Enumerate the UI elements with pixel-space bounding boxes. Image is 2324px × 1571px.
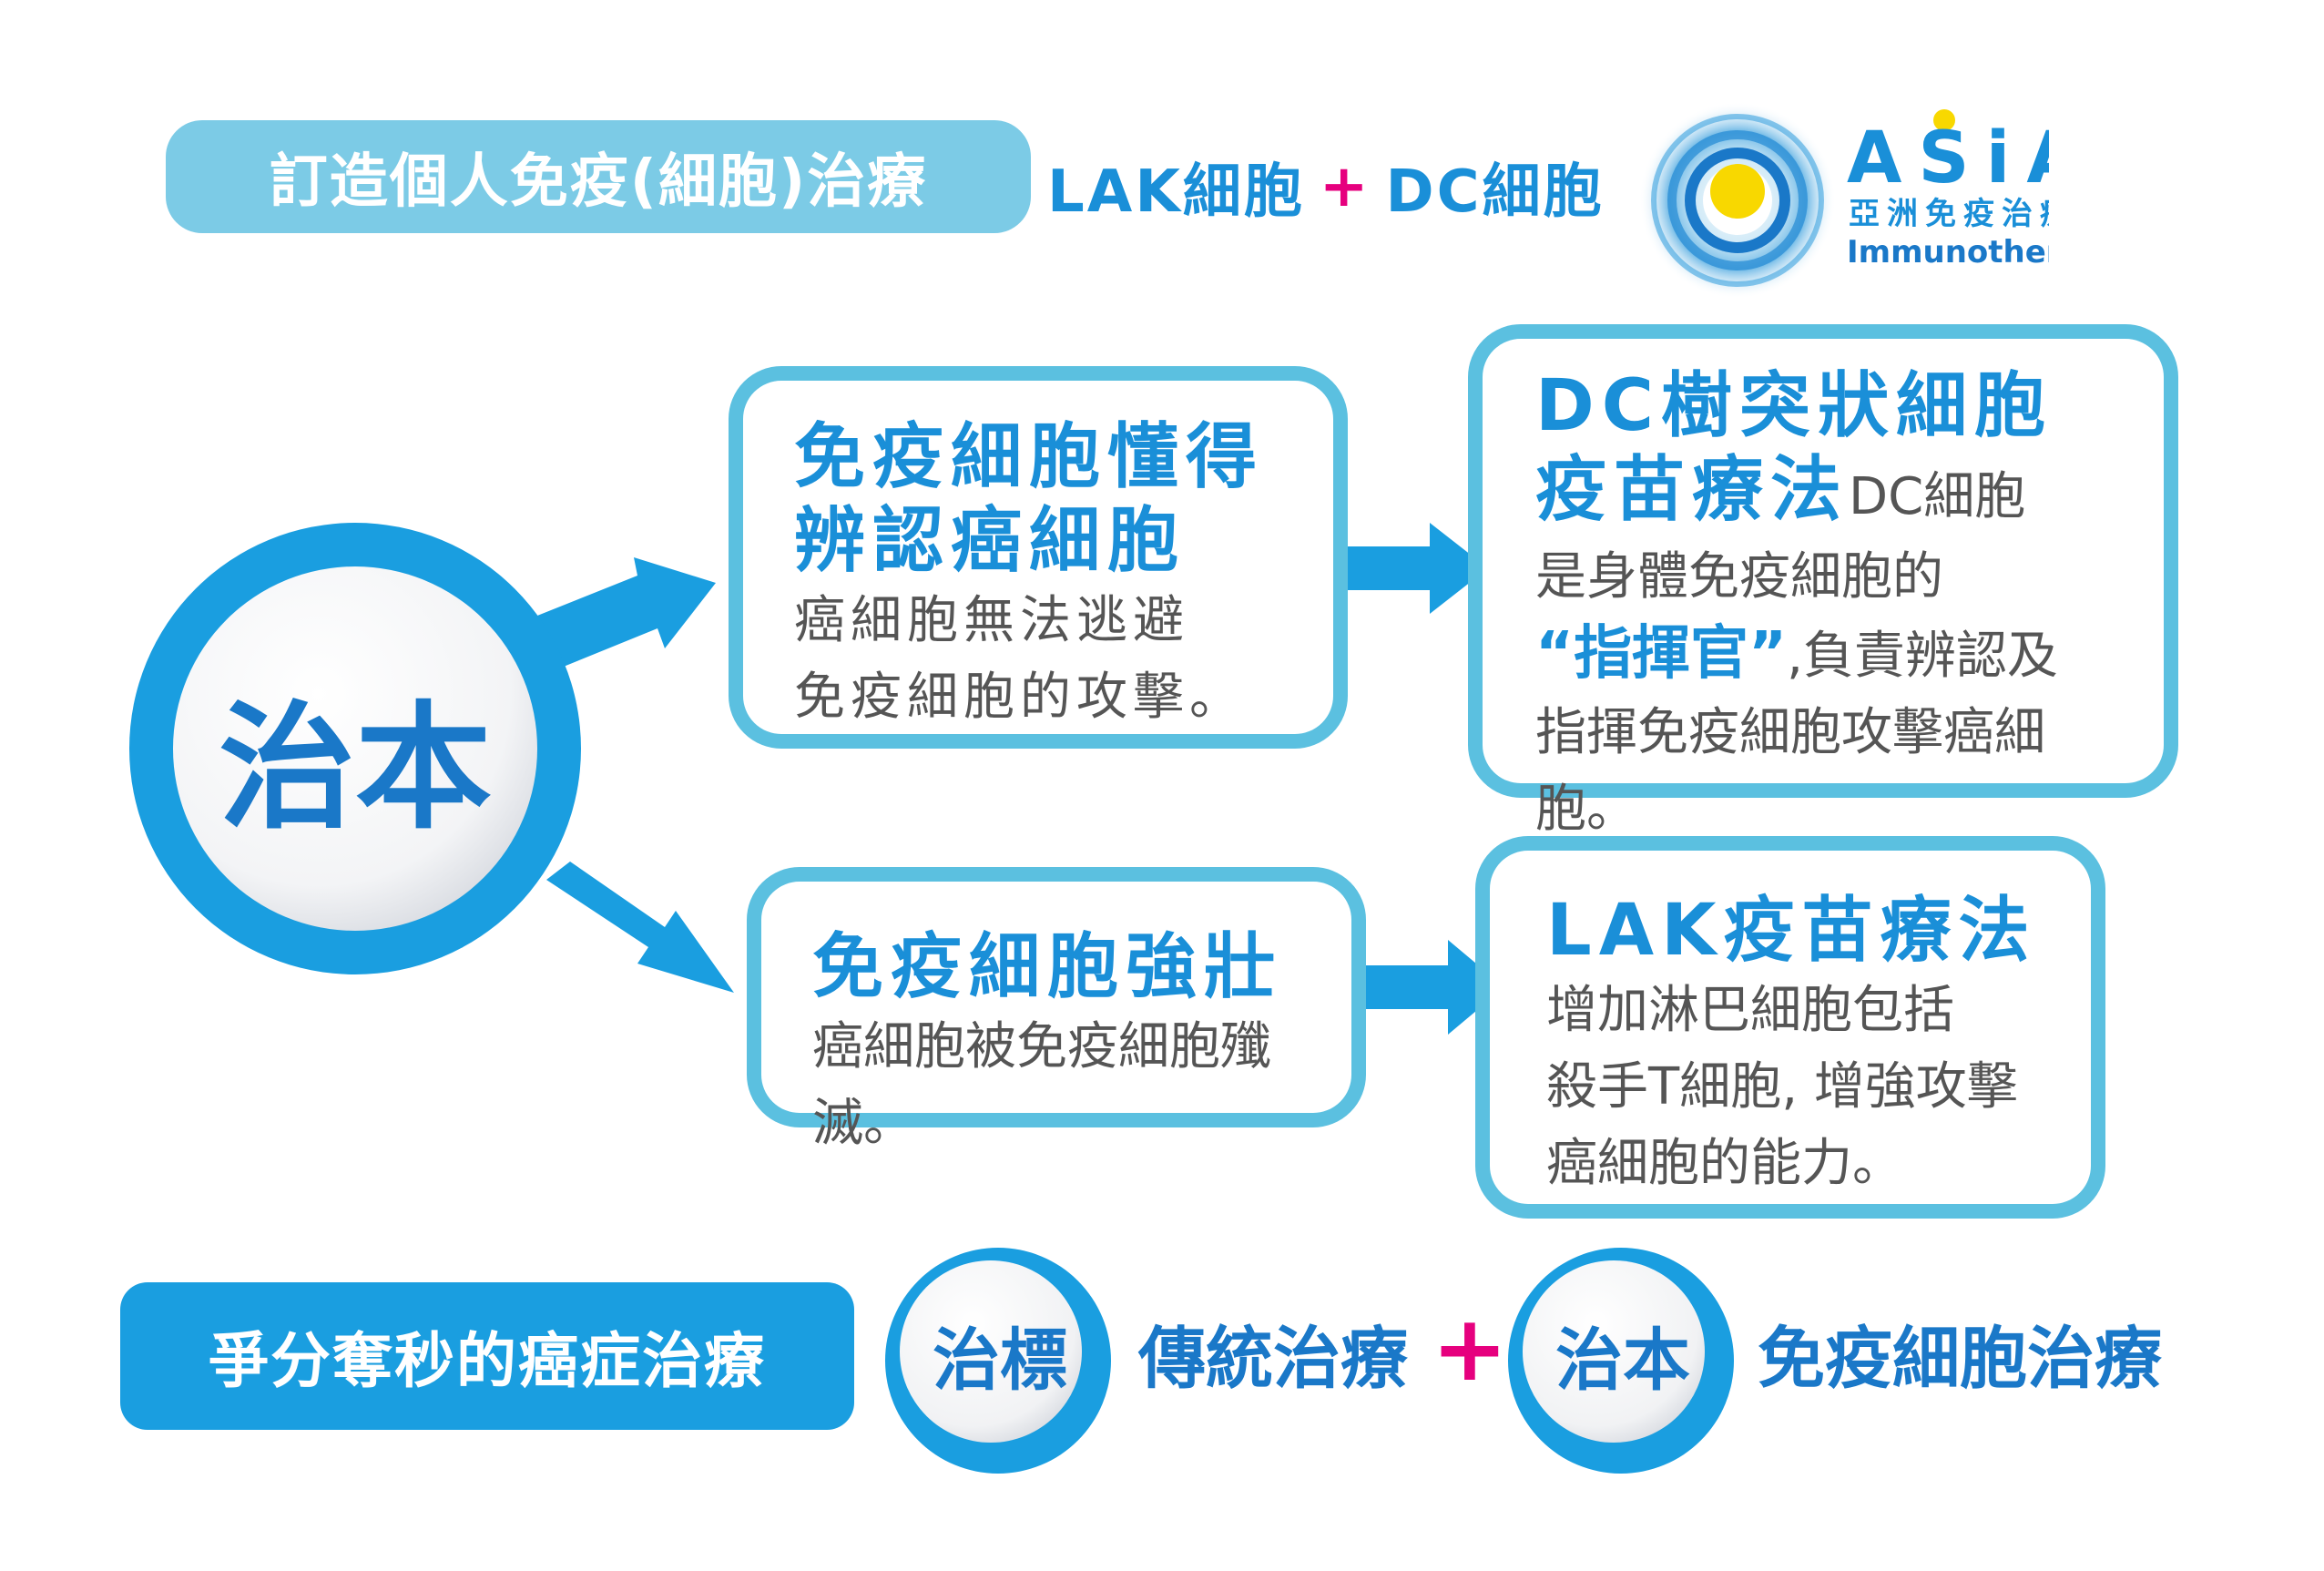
asia-logo: ASiA 亞洲免疫治療 Immunotherapy	[1639, 102, 2049, 299]
arrow-box3-to-box4-icon	[1320, 940, 1504, 1035]
formula-lak: LAK細胞	[1047, 158, 1305, 226]
logo-letter-a1: A	[1847, 117, 1918, 199]
box4-body-line3: 癌細胞的能力。	[1546, 1134, 1903, 1193]
box3-heading: 免疫細胞強壯	[812, 926, 1283, 1008]
logo-dot-icon	[1933, 109, 1955, 131]
logo-swirl-icon	[1639, 102, 1836, 299]
box2-body-line1: 是身體免疫細胞的	[1535, 547, 1943, 607]
box2-heading-line2: 疫苗療法	[1535, 449, 1850, 531]
footer-pill: 爭分奪秒的癌症治療	[120, 1282, 854, 1430]
box2-commander: “指揮官”	[1535, 620, 1788, 688]
box1-body-line1: 癌細胞無法逃避	[794, 591, 1189, 650]
footer-text-immune: 免疫細胞治療	[1758, 1319, 2162, 1398]
footer-plus-icon: +	[1432, 1294, 1508, 1402]
formula-plus-icon: +	[1319, 153, 1371, 220]
logo-letter-s: S	[1918, 117, 1985, 199]
box1-body-line2: 免疫細胞的攻擊。	[794, 668, 1246, 727]
arrow-to-box3-icon	[546, 862, 734, 993]
logo-letter-a2: A	[2026, 117, 2049, 199]
footer-circle2-label: 治本	[1555, 1321, 1690, 1400]
header-formula: LAK細胞 + DC細胞	[1047, 146, 1605, 228]
box1-heading-line2: 辨認癌細胞	[794, 500, 1187, 582]
logo-subtitle-cn: 亞洲免疫治療	[1849, 196, 2049, 232]
logo-subtitle-en: Immunotherapy	[1847, 234, 2049, 270]
box4-heading: LAK疫苗療法	[1546, 890, 2037, 972]
footer-circle-root	[1508, 1248, 1734, 1474]
box2-body-line3: 指揮免疫細胞攻擊癌細胞。	[1535, 703, 2045, 839]
box-dc-vaccine: DC樹突狀細胞 疫苗療法DC細胞 是身體免疫細胞的 “指揮官”,負責辨認及 指揮…	[1468, 324, 2178, 839]
header-title: 訂造個人免疫(細胞)治療	[269, 148, 928, 216]
arrow-box1-to-box2-icon	[1308, 523, 1488, 614]
footer-circle1-label: 治標	[933, 1321, 1067, 1400]
footer-circle-symptom	[885, 1248, 1111, 1474]
arrow-to-box1-icon	[528, 557, 716, 672]
box3-body: 癌細胞被免疫細胞殲滅。	[812, 1017, 1271, 1153]
formula-dc: DC細胞	[1385, 158, 1605, 226]
box4-body-line2: 殺手T細胞, 增強攻擊	[1546, 1057, 2018, 1117]
footer-pill-text: 爭分奪秒的癌症治療	[209, 1326, 766, 1396]
box2-body-line2-rest: ,負責辨認及	[1787, 627, 2058, 686]
footer-text-traditional: 傳統治療	[1138, 1319, 1408, 1398]
box2-heading-line1: DC樹突狀細胞	[1535, 365, 2053, 447]
box2-heading-line2-wrap: 疫苗療法DC細胞	[1535, 448, 2136, 539]
box4-body-line1: 增加淋巴細胞包括	[1546, 981, 1954, 1040]
box-strong: 免疫細胞強壯 癌細胞被免疫細胞殲滅。	[747, 867, 1366, 1153]
box-lak-vaccine: LAK疫苗療法 增加淋巴細胞包括 殺手T細胞, 增強攻擊 癌細胞的能力。	[1475, 836, 2105, 1219]
center-label: 治本	[218, 689, 492, 848]
box1-heading-line1: 免疫細胞懂得	[794, 416, 1265, 498]
box2-inline-suffix: DC細胞	[1849, 467, 2026, 526]
box2-body-line2-wrap: “指揮官”,負責辨認及	[1535, 616, 2136, 695]
logo-letter-i: i	[1986, 117, 2027, 199]
svg-text:ASiA: ASiA	[1847, 117, 2049, 199]
center-circle	[129, 523, 581, 974]
header-pill: 訂造個人免疫(細胞)治療	[166, 120, 1031, 233]
box-recognize: 免疫細胞懂得 辨認癌細胞 癌細胞無法逃避 免疫細胞的攻擊。	[729, 366, 1348, 749]
